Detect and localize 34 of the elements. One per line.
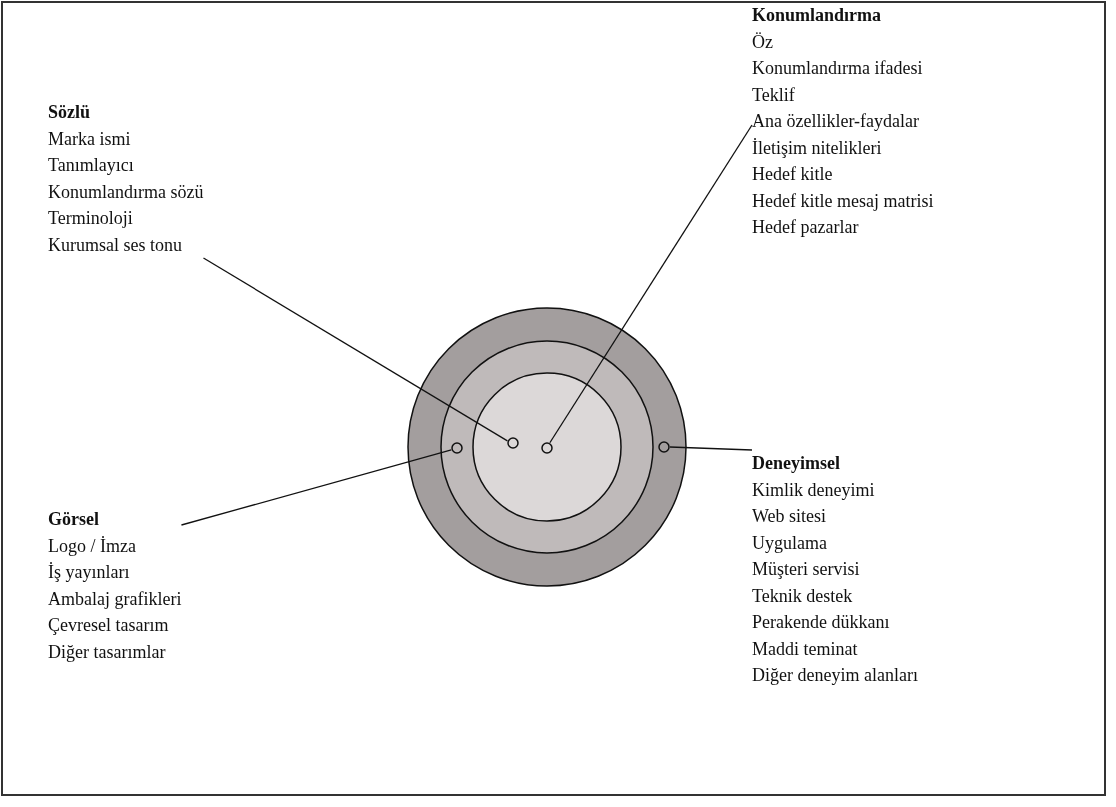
list-item: Diğer tasarımlar [48, 640, 167, 664]
list-item: Marka ismi [48, 127, 132, 151]
leader-line [180, 449, 452, 526]
list-item: Konumlandırma ifadesi [752, 57, 924, 80]
list-item: Uygulama [752, 531, 828, 555]
list-item: Kurumsal ses tonu [48, 233, 183, 257]
list-item: İş yayınları [48, 561, 131, 584]
list-item: Öz [752, 30, 774, 54]
list-item: Konumlandırma sözü [48, 180, 204, 204]
list-item: Teknik destek [752, 584, 854, 608]
list-item: Teklif [752, 83, 796, 107]
leader-line [549, 124, 753, 444]
list-item: Maddi teminat [752, 637, 859, 661]
list-item: Perakende dükkanı [752, 611, 891, 634]
leader-line [202, 257, 509, 442]
list-item: Hedef pazarlar [752, 216, 860, 239]
list-item: Ambalaj grafikleri [48, 587, 182, 611]
list-item: Diğer deneyim alanları [752, 664, 918, 687]
heading-text: Sözlü [48, 101, 91, 124]
list-item: Çevresel tasarım [48, 614, 170, 637]
list-item: Web sitesi [752, 505, 828, 528]
list-item: Hedef kitle mesaj matrisi [752, 189, 934, 213]
list-item: Müşteri servisi [752, 558, 861, 581]
list-item: Tanımlayıcı [48, 154, 135, 177]
list-item: Hedef kitle [752, 163, 834, 186]
list-item: Terminoloji [48, 207, 134, 230]
list-item: İletişim nitelikleri [752, 136, 883, 160]
list-item: Logo / İmza [48, 534, 137, 558]
heading-text: Görsel [48, 508, 100, 531]
leader-line [669, 446, 753, 451]
heading-text: Deneyimsel [752, 452, 841, 475]
heading-text: Konumlandırma [752, 4, 883, 27]
list-item: Ana özellikler-faydalar [752, 110, 921, 133]
list-item: Kimlik deneyimi [752, 478, 876, 502]
